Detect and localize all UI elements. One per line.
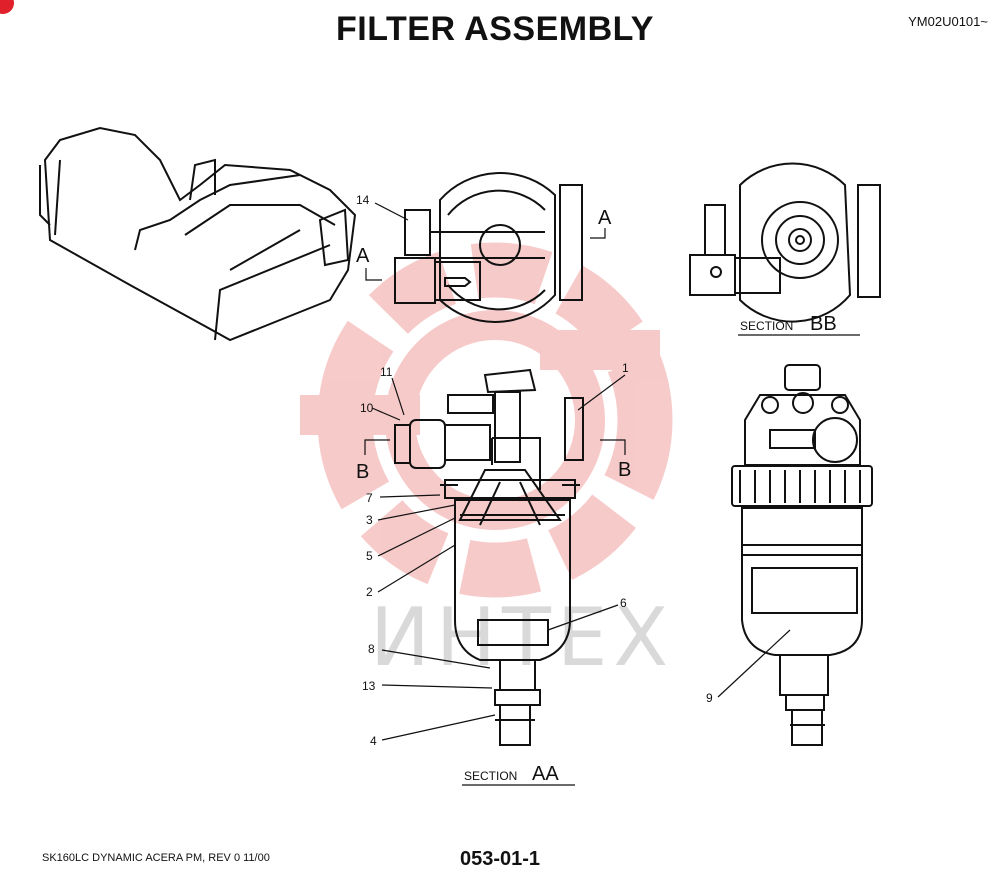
callout-6: 6 — [620, 596, 627, 610]
callout-11: 11 — [380, 365, 393, 379]
callout-4: 4 — [370, 734, 377, 748]
footer-page-number: 053-01-1 — [459, 848, 541, 870]
callout-9: 9 — [706, 691, 713, 705]
section-mark-a-top: A — [598, 207, 612, 229]
section-aa-suffix: AA — [532, 763, 559, 785]
footer-model-revision: SK160LC DYNAMIC ACERA PM, REV 0 11/00 — [42, 852, 270, 864]
section-aa-prefix: SECTION — [464, 769, 517, 783]
section-bb-view — [689, 162, 881, 323]
callout-1: 1 — [622, 361, 629, 375]
callout-2: 2 — [366, 585, 373, 599]
callout-8: 8 — [368, 642, 375, 656]
excavator-location-view — [39, 126, 357, 342]
filter-top-view — [394, 172, 583, 323]
section-marker-lines — [364, 228, 626, 455]
page-title: FILTER ASSEMBLY — [336, 10, 654, 48]
section-mark-b-right: B — [618, 459, 631, 481]
corner-marker — [0, 0, 14, 14]
filter-exterior-view — [731, 364, 873, 746]
section-mark-a-left: A — [356, 245, 370, 267]
section-mark-b-left: B — [356, 461, 369, 483]
watermark-text: ИНТЕХ — [370, 591, 674, 684]
section-aa-view — [394, 368, 584, 746]
section-bb-suffix: BB — [810, 313, 837, 335]
callout-7: 7 — [366, 491, 373, 505]
callout-3: 3 — [366, 513, 373, 527]
callout-5: 5 — [366, 549, 373, 563]
callout-leaders — [371, 202, 791, 741]
serial-code: YM02U0101~ — [908, 14, 988, 29]
callout-10: 10 — [360, 401, 374, 415]
callout-13: 13 — [362, 679, 376, 693]
section-bb-prefix: SECTION — [740, 319, 793, 333]
callout-14: 14 — [356, 193, 370, 207]
